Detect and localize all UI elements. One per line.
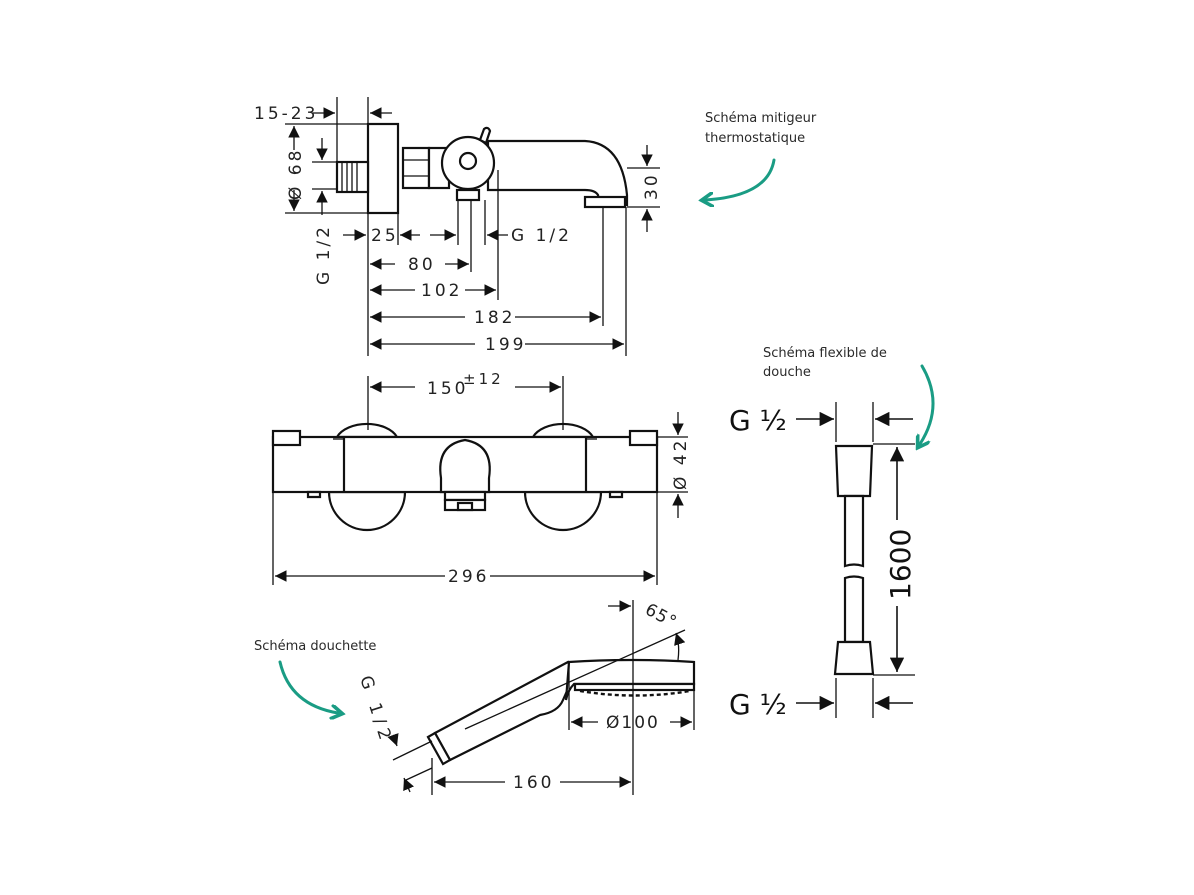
dim-center-tolerance: ±12 — [463, 370, 504, 388]
annotation-handshower: Schéma douchette — [254, 639, 376, 713]
dim-center-distance: 150 — [427, 379, 468, 399]
dim-handshower-length: 160 — [513, 773, 554, 793]
wall-flange — [366, 122, 400, 215]
dim-inlet-thread: G 1/2 — [314, 224, 334, 285]
dim-total-width: 296 — [448, 567, 489, 587]
dim-spout-height: 30 — [642, 172, 662, 200]
annotation-mixer: Schéma mitigeur thermostatique — [705, 111, 817, 200]
hose-body-lower — [843, 575, 865, 644]
handshower-head — [564, 658, 696, 701]
handshower-view: 65° G 1/2 Ø100 160 — [355, 600, 696, 795]
hose-bottom-connector — [833, 640, 875, 676]
front-outlet — [439, 438, 491, 494]
annotation-mixer-line2: thermostatique — [705, 131, 805, 146]
dim-182: 182 — [474, 308, 515, 328]
dim-hose-top-thread: G ½ — [729, 404, 787, 437]
spout — [486, 139, 629, 207]
dim-head-diameter: Ø100 — [606, 713, 660, 733]
annotation-hose: Schéma flexible de douche — [763, 346, 935, 444]
mixer-side-view: 15-23 Ø 68 G 1/2 25 G 1/2 80 102 182 199 — [254, 97, 662, 356]
hose-top-connector — [834, 444, 874, 498]
hose-view: G ½ 1600 G ½ — [729, 402, 917, 721]
annotation-hose-line2: douche — [763, 365, 811, 380]
dim-handshower-angle: 65° — [642, 600, 681, 633]
dim-80: 80 — [408, 255, 436, 275]
green-arrow-icon — [706, 158, 776, 200]
dim-hose-length: 1600 — [884, 529, 917, 600]
hex-nut — [401, 146, 431, 190]
mixer-front-view: 150 ±12 Ø 42 296 — [271, 370, 691, 587]
dim-outlet-thread: G 1/2 — [511, 226, 572, 246]
hose-body-upper — [843, 494, 865, 568]
annotation-hose-line1: Schéma flexible de — [763, 346, 887, 361]
dim-25: 25 — [371, 226, 399, 246]
dim-199: 199 — [485, 335, 526, 355]
dim-hose-bottom-thread: G ½ — [729, 688, 787, 721]
dim-body-diameter: Ø 42 — [671, 438, 691, 490]
annotation-mixer-line1: Schéma mitigeur — [705, 111, 817, 126]
dim-wall-offset: 15-23 — [254, 104, 318, 124]
annotation-handshower-text: Schéma douchette — [254, 639, 376, 654]
dim-102: 102 — [421, 281, 462, 301]
green-arrow-icon — [278, 660, 338, 713]
green-arrow-icon — [920, 364, 935, 444]
dim-handshower-thread: G 1/2 — [355, 673, 396, 747]
dim-flange-diameter: Ø 68 — [286, 148, 306, 200]
